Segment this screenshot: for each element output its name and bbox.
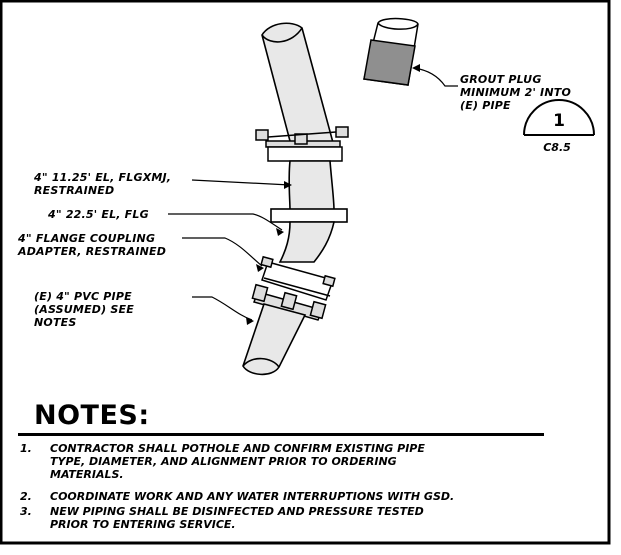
upper-existing-pipe (261, 22, 336, 161)
note-line: COORDINATE WORK AND ANY WATER INTERRUPTI… (50, 490, 455, 503)
pvc-pipe-label: (E) 4" PVC PIPE (ASSUMED) SEE NOTES (34, 290, 134, 329)
note-number: 3. (20, 505, 32, 518)
grout-plug-label-line-1: GROUT PLUG (460, 73, 542, 86)
notes-title: NOTES: (34, 400, 150, 431)
elbow-11-25-label-line-2: RESTRAINED (34, 184, 115, 197)
elbow-11-25-label-line-1: 4" 11.25' EL, FLGxMJ, (34, 171, 172, 184)
flange-coupling-label-line-2: ADAPTER, RESTRAINED (18, 245, 167, 258)
leader-arrowheads (246, 64, 420, 325)
note-number: 1. (20, 442, 32, 455)
notes-underline (18, 433, 544, 436)
note-line: MATERIALS. (50, 468, 124, 481)
note-number: 2. (20, 490, 32, 503)
pvc-pipe-label-line-2: (ASSUMED) SEE (34, 303, 134, 316)
flange-coupling-label-line-1: 4" FLANGE COUPLING (18, 232, 156, 245)
pvc-pipe-label-line-3: NOTES (34, 316, 77, 329)
elbow-22-5 (278, 221, 335, 263)
flange-coupling-adapter (260, 255, 336, 301)
elbow-22-5-label-text: 4" 22.5' EL, FLG (48, 208, 149, 221)
note-text: COORDINATE WORK AND ANY WATER INTERRUPTI… (50, 490, 454, 503)
lower-pvc-pipe (242, 303, 307, 376)
note-text: NEW PIPING SHALL BE DISINFECTED AND PRES… (50, 505, 424, 531)
detail-ref-sheet: C8.5 (543, 141, 571, 154)
sheet-border (0, 0, 611, 545)
mid-flange (270, 208, 348, 223)
lower-restraint-harness (251, 283, 327, 321)
note-line: NEW PIPING SHALL BE DISINFECTED AND PRES… (50, 505, 424, 518)
pvc-pipe-label-line-1: (E) 4" PVC PIPE (34, 290, 132, 303)
grout-plug-pipe (363, 17, 419, 86)
note-line: TYPE, DIAMETER, AND ALIGNMENT PRIOR TO O… (50, 455, 397, 468)
note-line: CONTRACTOR SHALL POTHOLE AND CONFIRM EXI… (50, 442, 425, 455)
grout-plug-label-line-3: (E) PIPE (460, 99, 511, 112)
note-text: CONTRACTOR SHALL POTHOLE AND CONFIRM EXI… (50, 442, 425, 481)
elbow-22-5-label: 4" 22.5' EL, FLG (48, 208, 149, 221)
flange-coupling-label: 4" FLANGE COUPLING ADAPTER, RESTRAINED (18, 232, 166, 258)
top-restraint-harness (255, 126, 349, 162)
elbow-11-25-label: 4" 11.25' EL, FLGxMJ, RESTRAINED (34, 171, 171, 197)
elbow-11-25 (288, 160, 335, 211)
detail-ref-number: 1 (553, 111, 565, 131)
detail-reference-symbol (523, 99, 595, 136)
grout-plug-label: GROUT PLUG MINIMUM 2' INTO (E) PIPE (460, 73, 571, 112)
note-line: PRIOR TO ENTERING SERVICE. (50, 518, 236, 531)
grout-plug-label-line-2: MINIMUM 2' INTO (460, 86, 571, 99)
